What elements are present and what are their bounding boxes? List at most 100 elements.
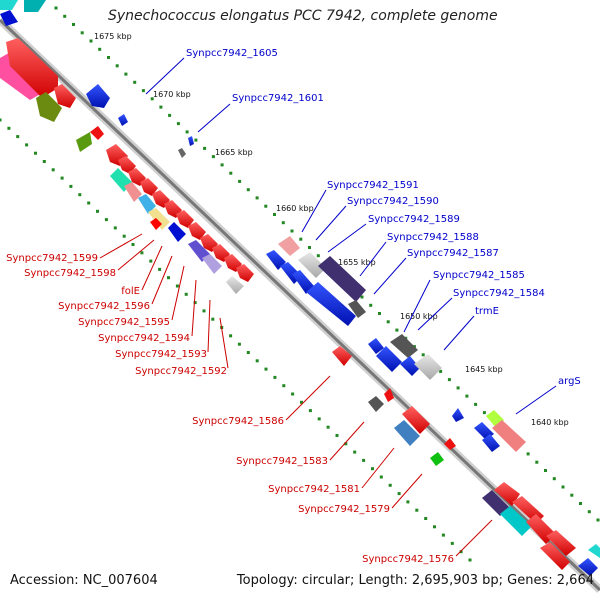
gene-feature[interactable]	[318, 256, 366, 302]
gene-feature[interactable]	[54, 84, 76, 108]
gene-label[interactable]: Synpcc7942_1581	[268, 484, 360, 495]
ruler-tick	[98, 47, 102, 51]
gene-label[interactable]: Synpcc7942_1592	[135, 366, 227, 377]
gene-feature[interactable]	[414, 354, 442, 380]
ruler-tick	[25, 143, 29, 147]
gene-label[interactable]: Synpcc7942_1596	[58, 301, 150, 312]
gene-feature[interactable]	[376, 346, 402, 372]
gene-label[interactable]: Synpcc7942_1595	[78, 317, 170, 328]
gene-feature[interactable]	[90, 126, 104, 140]
ruler-tick	[7, 126, 11, 130]
gene-feature[interactable]	[188, 136, 194, 146]
gene-feature[interactable]	[178, 148, 186, 158]
gene-feature[interactable]	[500, 506, 532, 536]
gene-feature[interactable]	[76, 132, 92, 152]
gene-feature[interactable]	[394, 420, 420, 446]
gene-label[interactable]: Synpcc7942_1605	[186, 48, 278, 59]
ruler-tick	[0, 118, 2, 122]
gene-feature[interactable]	[368, 396, 384, 412]
gene-feature[interactable]	[400, 356, 420, 376]
ruler-tick	[273, 375, 277, 379]
gene-feature[interactable]	[494, 482, 520, 506]
gene-label[interactable]: Synpcc7942_1576	[362, 554, 454, 565]
gene-feature[interactable]	[292, 270, 314, 294]
gene-label[interactable]: argS	[558, 376, 581, 387]
ruler-tick	[175, 284, 179, 288]
gene-feature[interactable]	[298, 252, 326, 278]
gene-label[interactable]: Synpcc7942_1585	[433, 270, 525, 281]
gene-label[interactable]: Synpcc7942_1594	[98, 333, 190, 344]
ruler-tick	[415, 508, 419, 512]
gene-feature[interactable]	[188, 240, 210, 262]
gene-feature[interactable]	[188, 222, 206, 240]
gene-feature[interactable]	[124, 182, 142, 202]
accession-text: Accession: NC_007604	[10, 573, 158, 588]
ruler-tick	[353, 450, 357, 454]
gene-label[interactable]: trmE	[475, 306, 499, 317]
gene-feature[interactable]	[384, 388, 394, 402]
gene-feature[interactable]	[492, 420, 526, 452]
ruler-tick	[335, 434, 339, 437]
gene-feature[interactable]	[332, 346, 352, 366]
gene-feature[interactable]	[176, 210, 194, 228]
gene-feature[interactable]	[0, 0, 18, 10]
gene-feature[interactable]	[482, 434, 500, 452]
kbp-labels: 1675 kbp 1670 kbp 1665 kbp 1660 kbp 1655…	[94, 32, 569, 427]
gene-label[interactable]: Synpcc7942_1589	[368, 214, 460, 225]
gene-label[interactable]: Synpcc7942_1598	[24, 268, 116, 279]
gene-feature[interactable]	[24, 0, 46, 12]
gene-feature[interactable]	[266, 250, 286, 270]
gene-feature[interactable]	[36, 92, 62, 122]
gene-feature[interactable]	[402, 406, 430, 434]
gene-feature[interactable]	[86, 84, 110, 108]
ruler-tick	[167, 276, 170, 280]
ruler-tick	[16, 135, 20, 139]
ruler-tick	[211, 155, 215, 159]
gene-label[interactable]: Synpcc7942_1584	[453, 288, 545, 299]
gene-feature[interactable]	[444, 438, 456, 450]
gene-feature[interactable]	[588, 544, 600, 558]
gene-feature[interactable]	[390, 334, 418, 358]
gene-feature[interactable]	[278, 236, 300, 256]
gene-label[interactable]: Synpcc7942_1601	[232, 93, 324, 104]
gene-label[interactable]: Synpcc7942_1591	[327, 180, 419, 191]
gene-feature[interactable]	[202, 254, 222, 274]
gene-feature[interactable]	[546, 530, 576, 556]
gene-label[interactable]: folE	[121, 286, 140, 297]
gene-feature[interactable]	[118, 156, 136, 174]
gene-feature[interactable]	[482, 490, 510, 516]
gene-label[interactable]: Synpcc7942_1586	[192, 416, 284, 427]
gene-label[interactable]: Synpcc7942_1599	[6, 253, 98, 264]
ruler-tick	[468, 558, 472, 562]
map-title: Synechococcus elongatus PCC 7942, comple…	[108, 8, 498, 24]
gene-feature[interactable]	[0, 10, 18, 26]
gene-feature[interactable]	[306, 282, 356, 326]
ruler-tick	[379, 475, 383, 479]
gene-feature[interactable]	[148, 208, 170, 230]
ruler-tick	[397, 492, 401, 496]
gene-feature[interactable]	[348, 300, 366, 318]
gene-feature[interactable]	[150, 218, 162, 230]
gene-label[interactable]: Synpcc7942_1593	[115, 349, 207, 360]
gene-feature[interactable]	[368, 338, 384, 354]
gene-label[interactable]: Synpcc7942_1590	[347, 196, 439, 207]
kbp-label: 1650 kbp	[400, 312, 438, 321]
gene-feature[interactable]	[578, 558, 598, 576]
gene-label[interactable]: Synpcc7942_1587	[407, 248, 499, 259]
gene-feature[interactable]	[6, 38, 58, 98]
gene-feature[interactable]	[226, 276, 244, 294]
gene-label[interactable]: Synpcc7942_1588	[387, 232, 479, 243]
gene-feature[interactable]	[452, 408, 464, 422]
gene-feature[interactable]	[118, 114, 128, 126]
gene-label[interactable]: Synpcc7942_1583	[236, 456, 328, 467]
gene-feature[interactable]	[430, 452, 444, 466]
gene-feature[interactable]	[236, 264, 254, 282]
ruler-tick	[378, 312, 381, 315]
gene-feature[interactable]	[140, 178, 158, 196]
ruler-tick	[255, 359, 259, 363]
ruler-tick	[535, 460, 539, 464]
gene-label[interactable]: Synpcc7942_1579	[298, 504, 390, 515]
gene-feature[interactable]	[168, 222, 186, 242]
gene-feature[interactable]	[138, 194, 156, 214]
gene-feature[interactable]	[540, 542, 570, 570]
